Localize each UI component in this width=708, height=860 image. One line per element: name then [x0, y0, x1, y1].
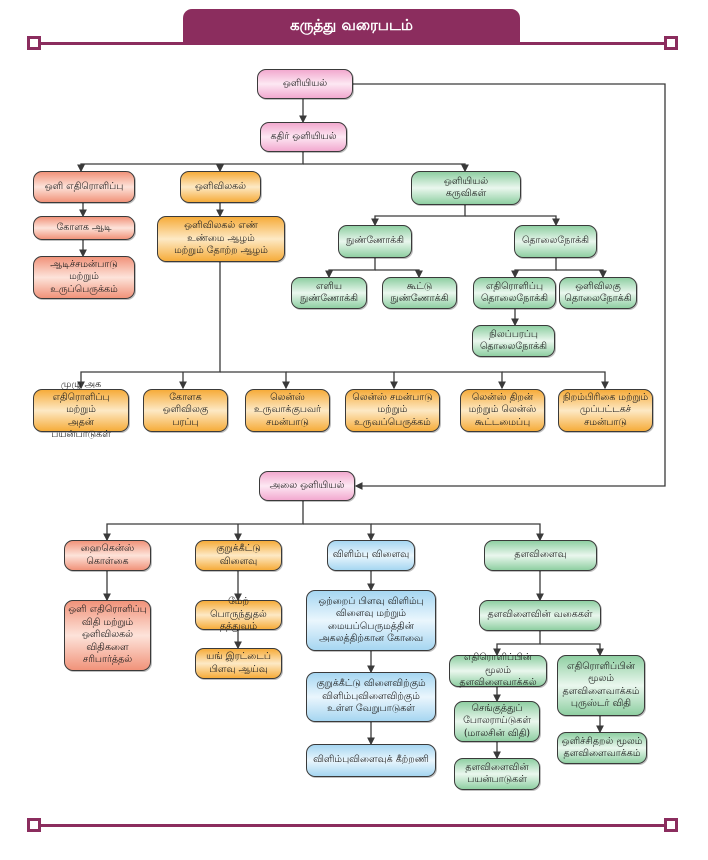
node-optics: ஒளியியல்	[257, 69, 353, 99]
node-label: தொலைநோக்கி	[521, 235, 590, 247]
node-label: விளிம்பு விளைவு	[332, 549, 410, 561]
header-rule-left-cap	[27, 36, 41, 50]
node-label: அலை ஒளியியல்	[269, 479, 345, 491]
node-terrestrial-telescope: நிலப்பரப்பு தொலைநோக்கி	[472, 325, 555, 357]
node-label: எதிரொளிப்பு தொலைநோக்கி	[480, 280, 549, 305]
node-microscope: நுண்ணோக்கி	[338, 225, 412, 258]
node-label: நுண்ணோக்கி	[346, 235, 404, 247]
node-label: ஒளியியல் கருவிகள்	[443, 175, 489, 200]
node-label: கோளக ஆடி	[56, 221, 112, 233]
node-label: ஒளிவிலகல்	[194, 180, 247, 192]
node-label: விளிம்புவிளைவுக் கீற்றணி	[313, 754, 429, 766]
node-single-slit: ஒற்றைப் பிளவு விளிம்பு விளைவு மற்றும் மை…	[306, 590, 436, 651]
node-huygens-verify: ஒளி எதிரொளிப்பு விதி மற்றும் ஒளிவிலகல் வ…	[64, 600, 151, 671]
node-spherical-refracting-surface: கோளக ஒளிவிலகு பரப்பு	[143, 389, 228, 432]
node-lens-makers-equation: லென்ஸ் உருவாக்குபவர் சமன்பாடு	[245, 389, 330, 432]
node-label: ஒளி எதிரொளிப்பு விதி மற்றும் ஒளிவிலகல் வ…	[68, 604, 147, 666]
node-label: கூட்டு நுண்ணோக்கி	[390, 280, 449, 305]
node-wave-optics: அலை ஒளியியல்	[259, 471, 355, 501]
node-brewster: எதிரொளிப்பின் மூலம் தளவிளைவாக்கம் புருஸ்…	[557, 655, 645, 716]
node-label: எளிய நுண்ணோக்கி	[300, 280, 358, 305]
node-diffraction: விளிம்பு விளைவு	[327, 540, 415, 571]
node-label: கதிர் ஒளியியல்	[270, 130, 337, 142]
header-rule-right-cap	[664, 36, 678, 50]
node-label: ஹைகென்ஸ் கொள்கை	[80, 543, 135, 567]
node-label: கோளக ஒளிவிலகு பரப்பு	[162, 391, 209, 428]
node-label: ஒளியியல்	[282, 77, 328, 89]
node-label: தளவிளைவின் பயன்பாடுகள்	[465, 761, 529, 786]
node-label: ஒளிவிலகல் எண் உண்மை ஆழம் மற்றும் தோற்ற ஆ…	[174, 220, 268, 257]
node-polaroids: செங்குத்துப் போலராய்டுகள் (மாலசின் விதி)	[454, 701, 540, 742]
node-label: குறுக்கீட்டு விளைவு	[216, 543, 261, 567]
node-label: எதிரொளிப்பின் மூலம் தளவிளைவாக்கம் புருஸ்…	[562, 660, 640, 710]
node-lens-power: லென்ஸ் திறன் மற்றும் லென்ஸ் கூட்டமைப்பு	[460, 389, 545, 432]
node-reflection: ஒளி எதிரொளிப்பு	[33, 171, 135, 203]
node-total-internal-reflection: முழு அக எதிரொளிப்பு மற்றும் அதன் பயன்பாட…	[33, 379, 129, 440]
node-huygens: ஹைகென்ஸ் கொள்கை	[64, 540, 151, 571]
node-label: தளவிளைவின் வகைகள்	[487, 609, 593, 621]
node-label: செங்குத்துப் போலராய்டுகள் (மாலசின் விதி)	[463, 702, 531, 739]
node-label: லென்ஸ் சமன்பாடு மற்றும் உருவப்பெருக்கம்	[352, 391, 433, 428]
node-ray-optics: கதிர் ஒளியியல்	[260, 122, 347, 152]
concept-map-title-tab: கருத்து வரைபடம்	[183, 9, 520, 43]
node-spherical-mirror: கோளக ஆடி	[33, 216, 135, 240]
node-label: முழு அக எதிரொளிப்பு மற்றும் அதன் பயன்பாட…	[51, 379, 111, 441]
node-pol-by-scattering: ஒளிச்சிதறல் மூலம் தளவிளைவாக்கம்	[557, 732, 647, 764]
node-refractive-index: ஒளிவிலகல் எண் உண்மை ஆழம் மற்றும் தோற்ற ஆ…	[157, 216, 285, 262]
node-lens-equation: லென்ஸ் சமன்பாடு மற்றும் உருவப்பெருக்கம்	[345, 389, 440, 432]
node-reflecting-telescope: எதிரொளிப்பு தொலைநோக்கி	[473, 277, 556, 309]
node-polarisation: தளவிளைவு	[484, 540, 597, 571]
node-compound-microscope: கூட்டு நுண்ணோக்கி	[382, 277, 457, 309]
concept-map-title: கருத்து வரைபடம்	[290, 16, 413, 34]
node-youngs: யங் இரட்டைப் பிளவு ஆய்வு	[195, 648, 282, 679]
node-label: யங் இரட்டைப் பிளவு ஆய்வு	[206, 651, 271, 675]
node-pol-by-reflection: எதிரொளிப்பின் மூலம் தளவிளைவாக்கல்	[449, 652, 547, 689]
node-polarisation-types: தளவிளைவின் வகைகள்	[479, 600, 601, 631]
node-label: ஒற்றைப் பிளவு விளிம்பு விளைவு மற்றும் மை…	[318, 595, 424, 645]
node-simple-microscope: எளிய நுண்ணோக்கி	[291, 277, 367, 309]
node-label: எதிரொளிப்பின் மூலம் தளவிளைவாக்கல்	[459, 652, 537, 689]
node-superposition: மேற் பொருந்துதல் தத்துவம்	[195, 596, 282, 632]
node-interference: குறுக்கீட்டு விளைவு	[195, 540, 282, 571]
node-label: நிறம்பிரிகை மற்றும் முப்பட்டகச் சமன்பாடு	[562, 391, 649, 428]
node-prism: நிறம்பிரிகை மற்றும் முப்பட்டகச் சமன்பாடு	[558, 389, 653, 432]
node-label: ஒளி எதிரொளிப்பு	[44, 180, 124, 192]
node-refracting-telescope: ஒளிவிலகு தொலைநோக்கி	[559, 277, 637, 309]
node-label: நிலப்பரப்பு தொலைநோக்கி	[479, 328, 548, 353]
node-telescope: தொலைநோக்கி	[514, 225, 597, 258]
node-optical-instruments: ஒளியியல் கருவிகள்	[411, 171, 521, 205]
node-label: தளவிளைவு	[514, 549, 567, 561]
node-diff-vs-int: குறுக்கீட்டு விளைவிற்கும் விளிம்புவிளைவி…	[306, 672, 436, 722]
node-pol-uses: தளவிளைவின் பயன்பாடுகள்	[454, 758, 540, 790]
footer-rule-right-cap	[664, 818, 678, 832]
node-label: லென்ஸ் திறன் மற்றும் லென்ஸ் கூட்டமைப்பு	[468, 391, 537, 428]
node-grating: விளிம்புவிளைவுக் கீற்றணி	[306, 744, 436, 777]
footer-rule	[36, 824, 670, 827]
node-label: ஒளிச்சிதறல் மூலம் தளவிளைவாக்கம்	[561, 735, 643, 760]
node-refraction: ஒளிவிலகல்	[180, 171, 261, 203]
node-label: ஒளிவிலகு தொலைநோக்கி	[564, 280, 632, 305]
footer-rule-left-cap	[27, 818, 41, 832]
node-label: குறுக்கீட்டு விளைவிற்கும் விளிம்புவிளைவி…	[316, 678, 426, 715]
header-rule	[36, 42, 670, 45]
node-mirror-equation: ஆடிச்சமன்பாடு மற்றும் உருப்பெருக்கம்	[33, 256, 135, 299]
node-label: மேற் பொருந்துதல் தத்துவம்	[210, 596, 267, 633]
node-label: லென்ஸ் உருவாக்குபவர் சமன்பாடு	[253, 391, 322, 428]
node-label: ஆடிச்சமன்பாடு மற்றும் உருப்பெருக்கம்	[50, 258, 118, 295]
